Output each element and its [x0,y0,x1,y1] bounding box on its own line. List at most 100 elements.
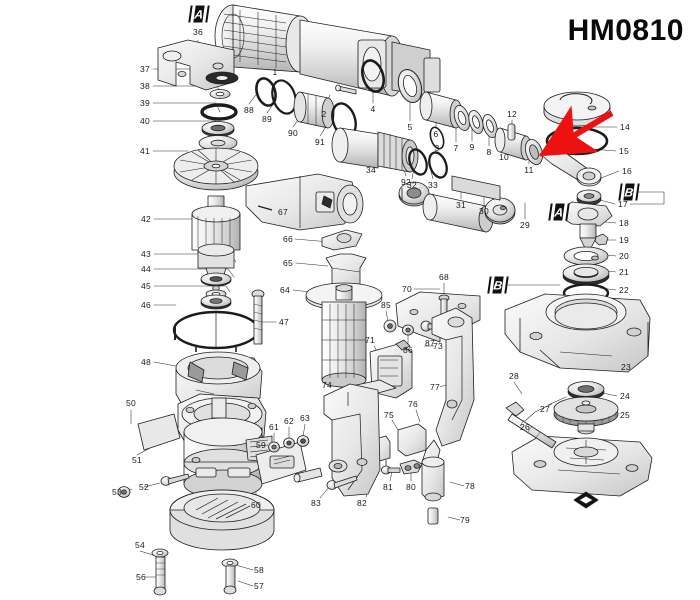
callout-number-60: 60 [250,499,262,510]
callout-number-12: 12 [506,108,518,119]
callout-number-6: 6 [433,128,439,139]
part-25-gear [553,396,619,427]
callout-number-77: 77 [429,381,441,392]
callout-number-28: 28 [508,370,520,381]
callout-number-8: 8 [486,146,492,157]
callout-number-39: 39 [139,97,151,108]
part-66-clip [321,229,363,251]
callout-number-91: 91 [314,136,326,147]
callout-number-53: 53 [111,486,123,497]
callout-number-3: 3 [434,142,440,153]
callout-number-22: 22 [618,284,630,295]
callout-number-4: 4 [370,103,376,114]
callout-number-25: 25 [619,409,631,420]
callout-number-15: 15 [618,145,630,156]
callout-number-66: 66 [282,233,294,244]
part-77-handle-half [431,307,475,447]
callout-number-21: 21 [618,266,630,277]
part-28-screw [505,401,557,449]
callout-number-11: 11 [524,164,534,175]
part-53-nut [117,486,131,498]
part-90-sleeve [293,91,335,129]
callout-number-52: 52 [138,481,150,492]
callout-number-73: 73 [432,340,444,351]
callout-number-63: 63 [299,412,311,423]
callout-number-40: 40 [139,115,151,126]
callout-number-92: 92 [400,176,412,187]
callout-number-45: 45 [140,280,152,291]
callout-number-32: 32 [406,179,418,190]
section-marker-a: A [188,5,210,23]
callout-number-79: 79 [459,514,471,525]
callout-number-24: 24 [619,390,631,401]
callout-number-58: 58 [253,564,265,575]
part-21-bearing [562,263,610,286]
part-26-base-plate [511,435,653,497]
callout-number-80: 80 [405,481,417,492]
part-60-plate [255,441,307,485]
part-62-washer [283,437,295,449]
part-18-crankshaft [561,201,613,251]
part-60b-pin [293,467,323,483]
callout-number-90: 90 [287,127,299,138]
callout-number-61: 61 [268,421,280,432]
part-57-bolt [223,565,237,595]
part-47-screw [251,289,265,345]
section-marker-label: A [553,205,565,219]
part-42-armature [191,195,241,297]
callout-number-82: 82 [356,497,368,508]
part-76-capacitor [397,423,427,457]
callout-number-10: 10 [498,151,510,162]
callout-number-51: 51 [131,454,143,465]
callout-number-46: 46 [140,299,152,310]
part-43-seal [200,272,232,287]
callout-number-81: 81 [382,481,394,492]
section-marker-label: B [492,278,504,292]
callout-number-56: 56 [135,571,147,582]
callout-number-23: 23 [620,361,632,372]
part-79-sleeve [427,507,439,525]
callout-number-59: 59 [255,439,267,450]
part-64-cylinder-assy [305,282,383,388]
callout-number-33: 33 [427,179,439,190]
section-marker-a: A [548,203,570,221]
part-46-retainer [172,310,260,352]
callout-number-64: 64 [279,284,291,295]
callout-number-44: 44 [140,263,152,274]
red-highlight-arrow [538,105,614,157]
callout-number-88: 88 [243,104,255,115]
part-37-seal [205,71,239,85]
callout-number-67: 67 [277,206,289,217]
callout-number-71: 71 [364,334,376,345]
part-32-bearing [398,181,430,207]
part-67-housing [245,173,364,231]
callout-number-34: 34 [365,164,377,175]
part-89-ring [271,79,297,115]
part-29-bearing [484,197,516,225]
section-marker-b: B [487,276,509,294]
callout-number-26: 26 [519,421,531,432]
part-68-screw [438,294,450,316]
callout-number-30: 30 [478,205,490,216]
part-7-ring [453,105,471,131]
callout-number-76: 76 [407,398,419,409]
diamond-marker-icon [573,491,599,509]
part-52-screw [160,473,190,486]
part-41-fan [173,147,259,191]
callout-number-17: 17 [617,198,629,209]
part-31-sleeve [451,175,501,201]
part-5-ring [397,68,423,104]
part-81-screw [380,465,401,475]
part-11-ring [524,138,544,166]
callout-number-86: 86 [402,344,414,355]
callout-number-68: 68 [438,271,450,282]
part-88-ring [255,77,277,107]
callout-number-74: 74 [321,379,333,390]
callout-number-42: 42 [140,213,152,224]
part-3-ring [429,126,445,150]
callout-number-16: 16 [621,165,633,176]
part-56-bolt [153,556,167,596]
callout-number-85: 85 [380,299,392,310]
callout-number-65: 65 [282,257,294,268]
